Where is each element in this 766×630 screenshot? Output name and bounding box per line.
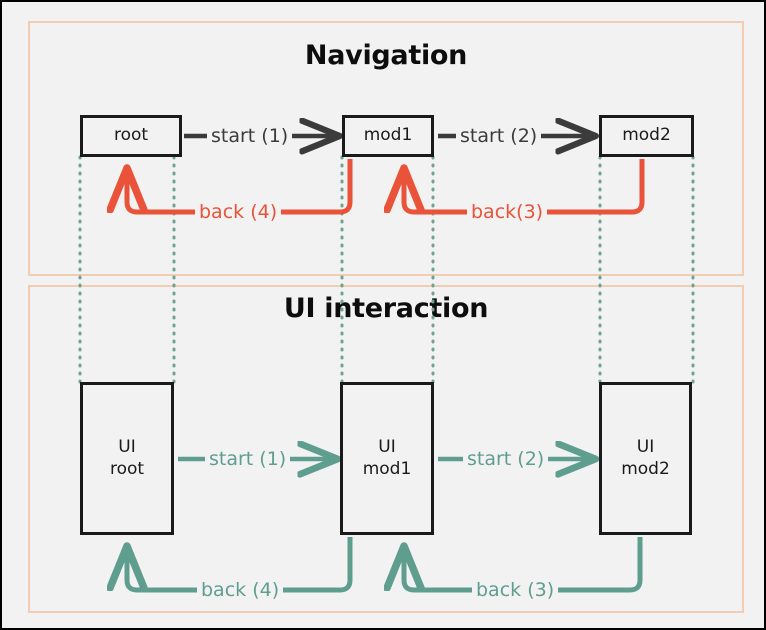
nav-edge-label-back4: back (4) [195,201,282,223]
ui-interaction-panel-title: UI interaction [283,293,489,324]
navigation-panel-title: Navigation [304,40,468,71]
nav-node-mod1[interactable]: mod1 [342,115,434,157]
ui-edge-label-back4: back (4) [197,579,284,601]
ui-edge-label-back3: back (3) [472,579,559,601]
nav-node-root[interactable]: root [80,115,182,157]
ui-node-ui-mod2[interactable]: UI mod2 [599,382,692,535]
nav-edge-label-start1: start (1) [207,125,293,147]
nav-node-mod2[interactable]: mod2 [599,115,694,157]
ui-edge-label-start2: start (2) [463,448,549,470]
ui-edge-label-start1: start (1) [205,448,291,470]
nav-edge-label-start2: start (2) [456,125,542,147]
ui-node-ui-root[interactable]: UI root [80,382,174,535]
ui-node-ui-mod1[interactable]: UI mod1 [340,382,434,535]
nav-edge-label-back3: back(3) [467,201,548,223]
